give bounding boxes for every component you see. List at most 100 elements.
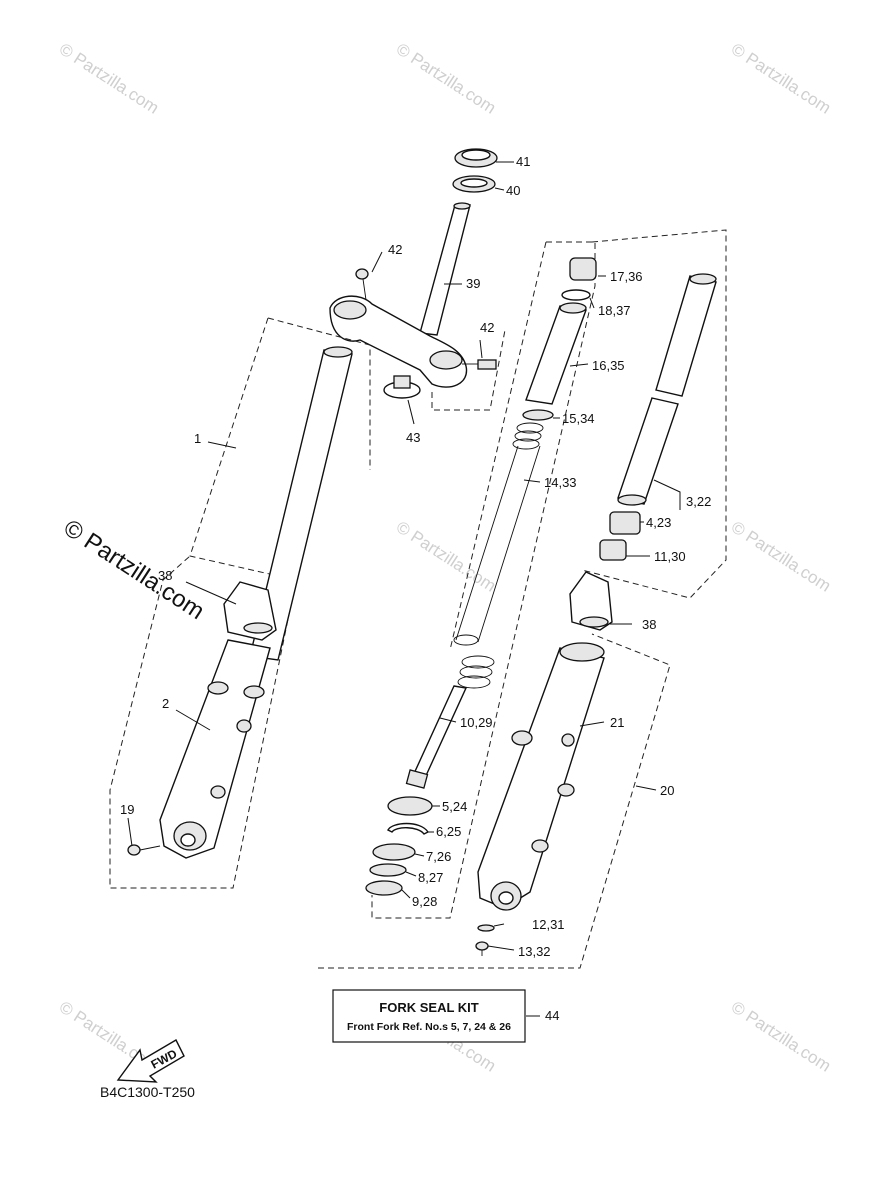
- callout-1[interactable]: 1: [194, 431, 201, 446]
- part-5-dust-seal[interactable]: [387, 796, 433, 816]
- watermark-top-center: © Partzilla.com: [393, 39, 499, 117]
- part-21-mount-a: [511, 730, 533, 746]
- callout-18-37[interactable]: 18,37: [598, 303, 631, 318]
- callout-38-right[interactable]: 38: [642, 617, 656, 632]
- callout-labels: 41 40 42 39 42 43 1 38 2 19 17,36 18,37 …: [120, 154, 711, 959]
- right-tube-group-box: [581, 229, 727, 599]
- part-15-washer[interactable]: [522, 409, 554, 421]
- watermark-top-left: © Partzilla.com: [56, 39, 162, 117]
- part-42-bolt-top[interactable]: [355, 268, 369, 301]
- part-39-steering-stem[interactable]: [419, 204, 471, 336]
- callout-42-side[interactable]: 42: [480, 320, 494, 335]
- callout-14-33[interactable]: 14,33: [544, 475, 577, 490]
- part-3-inner-tube-top[interactable]: [655, 275, 717, 397]
- part-41-ring-nut-top: [461, 149, 491, 161]
- callout-38-left[interactable]: 38: [158, 568, 172, 583]
- part-14-spring[interactable]: [453, 422, 544, 646]
- callout-41[interactable]: 41: [516, 154, 530, 169]
- leader-lines: [127, 161, 681, 1017]
- part-39-stem-top: [453, 202, 471, 210]
- callout-43[interactable]: 43: [406, 430, 420, 445]
- watermark-bottom-right: © Partzilla.com: [728, 997, 834, 1075]
- part-7-oil-seal[interactable]: [372, 843, 416, 861]
- part-18-o-ring[interactable]: [561, 289, 591, 301]
- callout-13-32[interactable]: 13,32: [518, 944, 551, 959]
- callout-12-31[interactable]: 12,31: [532, 917, 565, 932]
- part-38-cover-right-ring: [579, 616, 609, 628]
- part-40-bearing-inner: [460, 178, 488, 188]
- part-21-mount-d: [531, 839, 549, 853]
- part-21-outer-tube[interactable]: [477, 647, 605, 909]
- part-13-drain-bolt[interactable]: [475, 941, 489, 956]
- part-21-mount-b: [561, 733, 575, 747]
- callout-10-29[interactable]: 10,29: [460, 715, 493, 730]
- part-16-spacer-top: [559, 302, 587, 314]
- callout-2[interactable]: 2: [162, 696, 169, 711]
- watermark-top-right: © Partzilla.com: [728, 39, 834, 117]
- part-21-mount-c: [557, 783, 575, 797]
- part-1-inner-tube-top: [323, 346, 353, 358]
- damper-assembly: [365, 241, 597, 919]
- part-38-cover-left-ring: [243, 622, 273, 634]
- callout-9-28[interactable]: 9,28: [412, 894, 437, 909]
- callout-3-22[interactable]: 3,22: [686, 494, 711, 509]
- callout-21[interactable]: 21: [610, 715, 624, 730]
- callout-44[interactable]: 44: [545, 1008, 559, 1023]
- kit-title: FORK SEAL KIT: [379, 1000, 478, 1015]
- callout-19[interactable]: 19: [120, 802, 134, 817]
- part-2-outer-tube-mount-d: [210, 785, 226, 799]
- diagram-code: B4C1300-T250: [100, 1084, 195, 1100]
- left-fork-outline: [109, 317, 371, 889]
- callout-16-35[interactable]: 16,35: [592, 358, 625, 373]
- part-12-gasket[interactable]: [477, 924, 495, 932]
- part-2-outer-tube-mount-c: [236, 719, 252, 733]
- callout-42-top[interactable]: 42: [388, 242, 402, 257]
- callout-11-30[interactable]: 11,30: [654, 549, 686, 564]
- right-fork-assembly: [318, 229, 727, 969]
- callout-40[interactable]: 40: [506, 183, 520, 198]
- callout-6-25[interactable]: 6,25: [436, 824, 461, 839]
- callout-17-36[interactable]: 17,36: [610, 269, 643, 284]
- watermark-mid-right: © Partzilla.com: [728, 517, 834, 595]
- part-3-inner-tube[interactable]: [617, 397, 679, 505]
- part-21-axle-hole: [498, 891, 514, 905]
- part-2-outer-tube-mount-a: [207, 681, 229, 695]
- callout-4-23[interactable]: 4,23: [646, 515, 671, 530]
- part-8-washer[interactable]: [369, 863, 407, 877]
- part-6-clip[interactable]: [387, 822, 430, 835]
- part-11-bushing[interactable]: [599, 539, 627, 561]
- part-21-outer-tube-top: [559, 642, 605, 662]
- steering-assembly: [329, 148, 506, 411]
- part-3-inner-tube-top-end: [689, 273, 717, 285]
- part-2-outer-tube-mount-b: [243, 685, 265, 699]
- part-19-bolt[interactable]: [127, 844, 161, 856]
- part-2-axle-hole: [180, 833, 196, 847]
- watermark-large: © Partzilla.com: [59, 514, 209, 625]
- callout-7-26[interactable]: 7,26: [426, 849, 451, 864]
- fork-seal-kit-box[interactable]: FORK SEAL KIT Front Fork Ref. No.s 5, 7,…: [332, 989, 526, 1043]
- damper-group-box: [371, 241, 596, 919]
- part-17-cap-bolt[interactable]: [569, 257, 597, 281]
- damper-group-left-edge: [449, 241, 547, 651]
- under-bracket-right-clamp: [429, 350, 463, 370]
- part-16-spacer[interactable]: [525, 305, 587, 405]
- part-2-outer-tube[interactable]: [159, 639, 271, 859]
- part-4-slide-bushing[interactable]: [609, 511, 641, 535]
- callout-5-24[interactable]: 5,24: [442, 799, 467, 814]
- part-42-bolt-side[interactable]: [462, 359, 497, 370]
- kit-subtitle: Front Fork Ref. No.s 5, 7, 24 & 26: [347, 1021, 511, 1033]
- watermarks: © Partzilla.com © Partzilla.com © Partzi…: [56, 39, 834, 1075]
- callout-39[interactable]: 39: [466, 276, 480, 291]
- callout-20[interactable]: 20: [660, 783, 674, 798]
- part-43-bracket-piece[interactable]: [383, 375, 421, 399]
- part-3-inner-tube-end: [617, 494, 647, 506]
- part-10-damper-rod[interactable]: [405, 655, 495, 789]
- under-bracket-left-clamp: [333, 300, 367, 320]
- callout-15-34[interactable]: 15,34: [562, 411, 595, 426]
- part-9-bushing[interactable]: [365, 880, 403, 896]
- left-fork-assembly: [109, 317, 371, 889]
- callout-8-27[interactable]: 8,27: [418, 870, 443, 885]
- watermark-mid-center: © Partzilla.com: [393, 517, 499, 595]
- part-38-cover-right[interactable]: [569, 571, 613, 631]
